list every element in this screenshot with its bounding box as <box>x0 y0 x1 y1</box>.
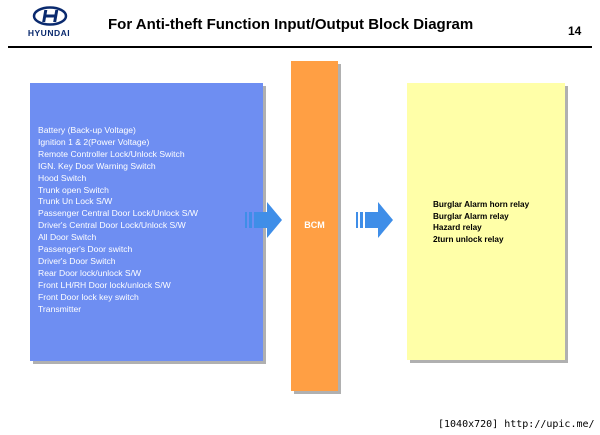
output-item: Hazard relay <box>433 223 482 233</box>
input-block: Battery (Back-up Voltage) Ignition 1 & 2… <box>30 83 263 361</box>
input-item: IGN. Key Door Warning Switch <box>38 160 156 171</box>
input-item: Battery (Back-up Voltage) <box>38 125 136 135</box>
input-item: Driver's Door Switch <box>38 255 116 266</box>
hyundai-logo: HYUNDAI <box>8 6 90 40</box>
input-item: Transmitter <box>38 303 82 314</box>
input-item: Passenger Central Door Lock/Unlock S/W <box>38 208 199 219</box>
input-item: All Door Switch <box>38 232 97 243</box>
bcm-label: BCM <box>304 220 325 230</box>
arrow-right-icon <box>245 202 282 238</box>
input-item: Rear Door lock/unlock S/W <box>38 267 142 278</box>
input-item: Trunk open Switch <box>38 184 109 195</box>
output-item: Burglar Alarm horn relay <box>433 200 530 209</box>
input-list: Battery (Back-up Voltage) Ignition 1 & 2… <box>38 125 198 316</box>
input-item: Passenger's Door switch <box>38 244 133 255</box>
page-title: For Anti-theft Function Input/Output Blo… <box>108 16 474 33</box>
output-block: Burglar Alarm horn relay Burglar Alarm r… <box>407 83 565 360</box>
image-watermark: [1040x720] http://upic.me/ <box>438 417 595 433</box>
input-item: Trunk Un Lock S/W <box>38 196 113 207</box>
input-item: Driver's Central Door Lock/Unlock S/W <box>38 220 186 231</box>
bcm-block: BCM <box>291 61 338 391</box>
input-item: Hood Switch <box>38 172 87 183</box>
output-list: Burglar Alarm horn relay Burglar Alarm r… <box>433 199 529 246</box>
header-divider <box>8 46 592 48</box>
hyundai-emblem-icon <box>32 6 68 26</box>
input-item: Remote Controller Lock/Unlock Switch <box>38 148 185 159</box>
input-item: Front LH/RH Door lock/unlock S/W <box>38 279 171 290</box>
input-item: Front Door lock key switch <box>38 291 139 302</box>
page-number: 14 <box>568 24 582 38</box>
arrow-right-icon <box>356 202 393 238</box>
input-item: Ignition 1 & 2(Power Voltage) <box>38 136 150 147</box>
output-item: 2turn unlock relay <box>433 235 504 245</box>
logo-text: HYUNDAI <box>27 28 71 38</box>
output-item: Burglar Alarm relay <box>433 211 509 221</box>
